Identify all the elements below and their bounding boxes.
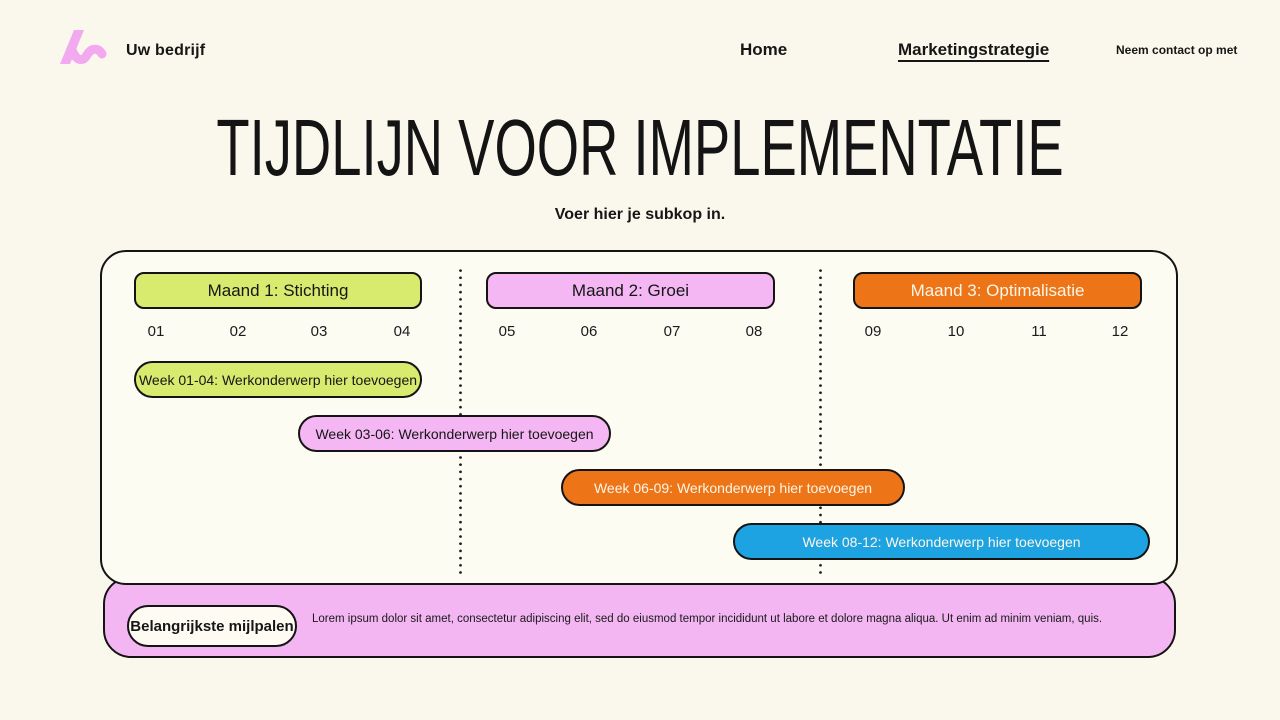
top-nav: Uw bedrijf Home Marketingstrategie Neem … — [0, 0, 1280, 90]
gantt-bar-week-01-04: Week 01-04: Werkonderwerp hier toevoegen — [134, 361, 422, 398]
gantt-bar-week-08-12: Week 08-12: Werkonderwerp hier toevoegen — [733, 523, 1150, 560]
brand-logo-icon — [58, 28, 108, 73]
brand[interactable]: Uw bedrijf — [58, 28, 205, 73]
week-tick-03: 03 — [310, 323, 328, 340]
gantt-bar-week-03-06: Week 03-06: Werkonderwerp hier toevoegen — [298, 415, 611, 452]
page-subtitle: Voer hier je subkop in. — [554, 206, 726, 223]
milestones-description: Lorem ipsum dolor sit amet, consectetur … — [312, 613, 1103, 625]
week-tick-08: 08 — [745, 323, 763, 340]
week-tick-12: 12 — [1111, 323, 1129, 340]
milestones-strip: Belangrijkste mijlpalen Lorem ipsum dolo… — [103, 576, 1176, 658]
milestones-badge: Belangrijkste mijlpalen — [127, 605, 297, 647]
week-tick-01: 01 — [147, 323, 165, 340]
nav-link-marketingstrategie[interactable]: Marketingstrategie — [898, 40, 1050, 59]
month-header-3: Maand 3: Optimalisatie — [853, 272, 1142, 309]
week-tick-02: 02 — [229, 323, 247, 340]
brand-name: Uw bedrijf — [126, 41, 206, 59]
week-tick-07: 07 — [663, 323, 681, 340]
nav-link-home[interactable]: Home — [740, 40, 788, 59]
page-title: TIJDLIJN VOOR IMPLEMENTATIE — [216, 103, 1064, 192]
month-header-1: Maand 1: Stichting — [134, 272, 422, 309]
hero-title-wrap: TIJDLIJN VOOR IMPLEMENTATIE — [0, 102, 1280, 194]
week-tick-06: 06 — [580, 323, 598, 340]
week-tick-04: 04 — [393, 323, 411, 340]
nav-contact-link[interactable]: Neem contact op met — [1116, 43, 1238, 57]
timeline-panel: Maand 1: Stichting Maand 2: Groei Maand … — [100, 250, 1178, 585]
week-tick-11: 11 — [1031, 323, 1047, 340]
week-tick-05: 05 — [498, 323, 516, 340]
gantt-bar-week-06-09: Week 06-09: Werkonderwerp hier toevoegen — [561, 469, 905, 506]
week-tick-10: 10 — [947, 323, 965, 340]
week-tick-09: 09 — [864, 323, 882, 340]
month-header-2: Maand 2: Groei — [486, 272, 775, 309]
month-divider-2 — [819, 269, 822, 574]
